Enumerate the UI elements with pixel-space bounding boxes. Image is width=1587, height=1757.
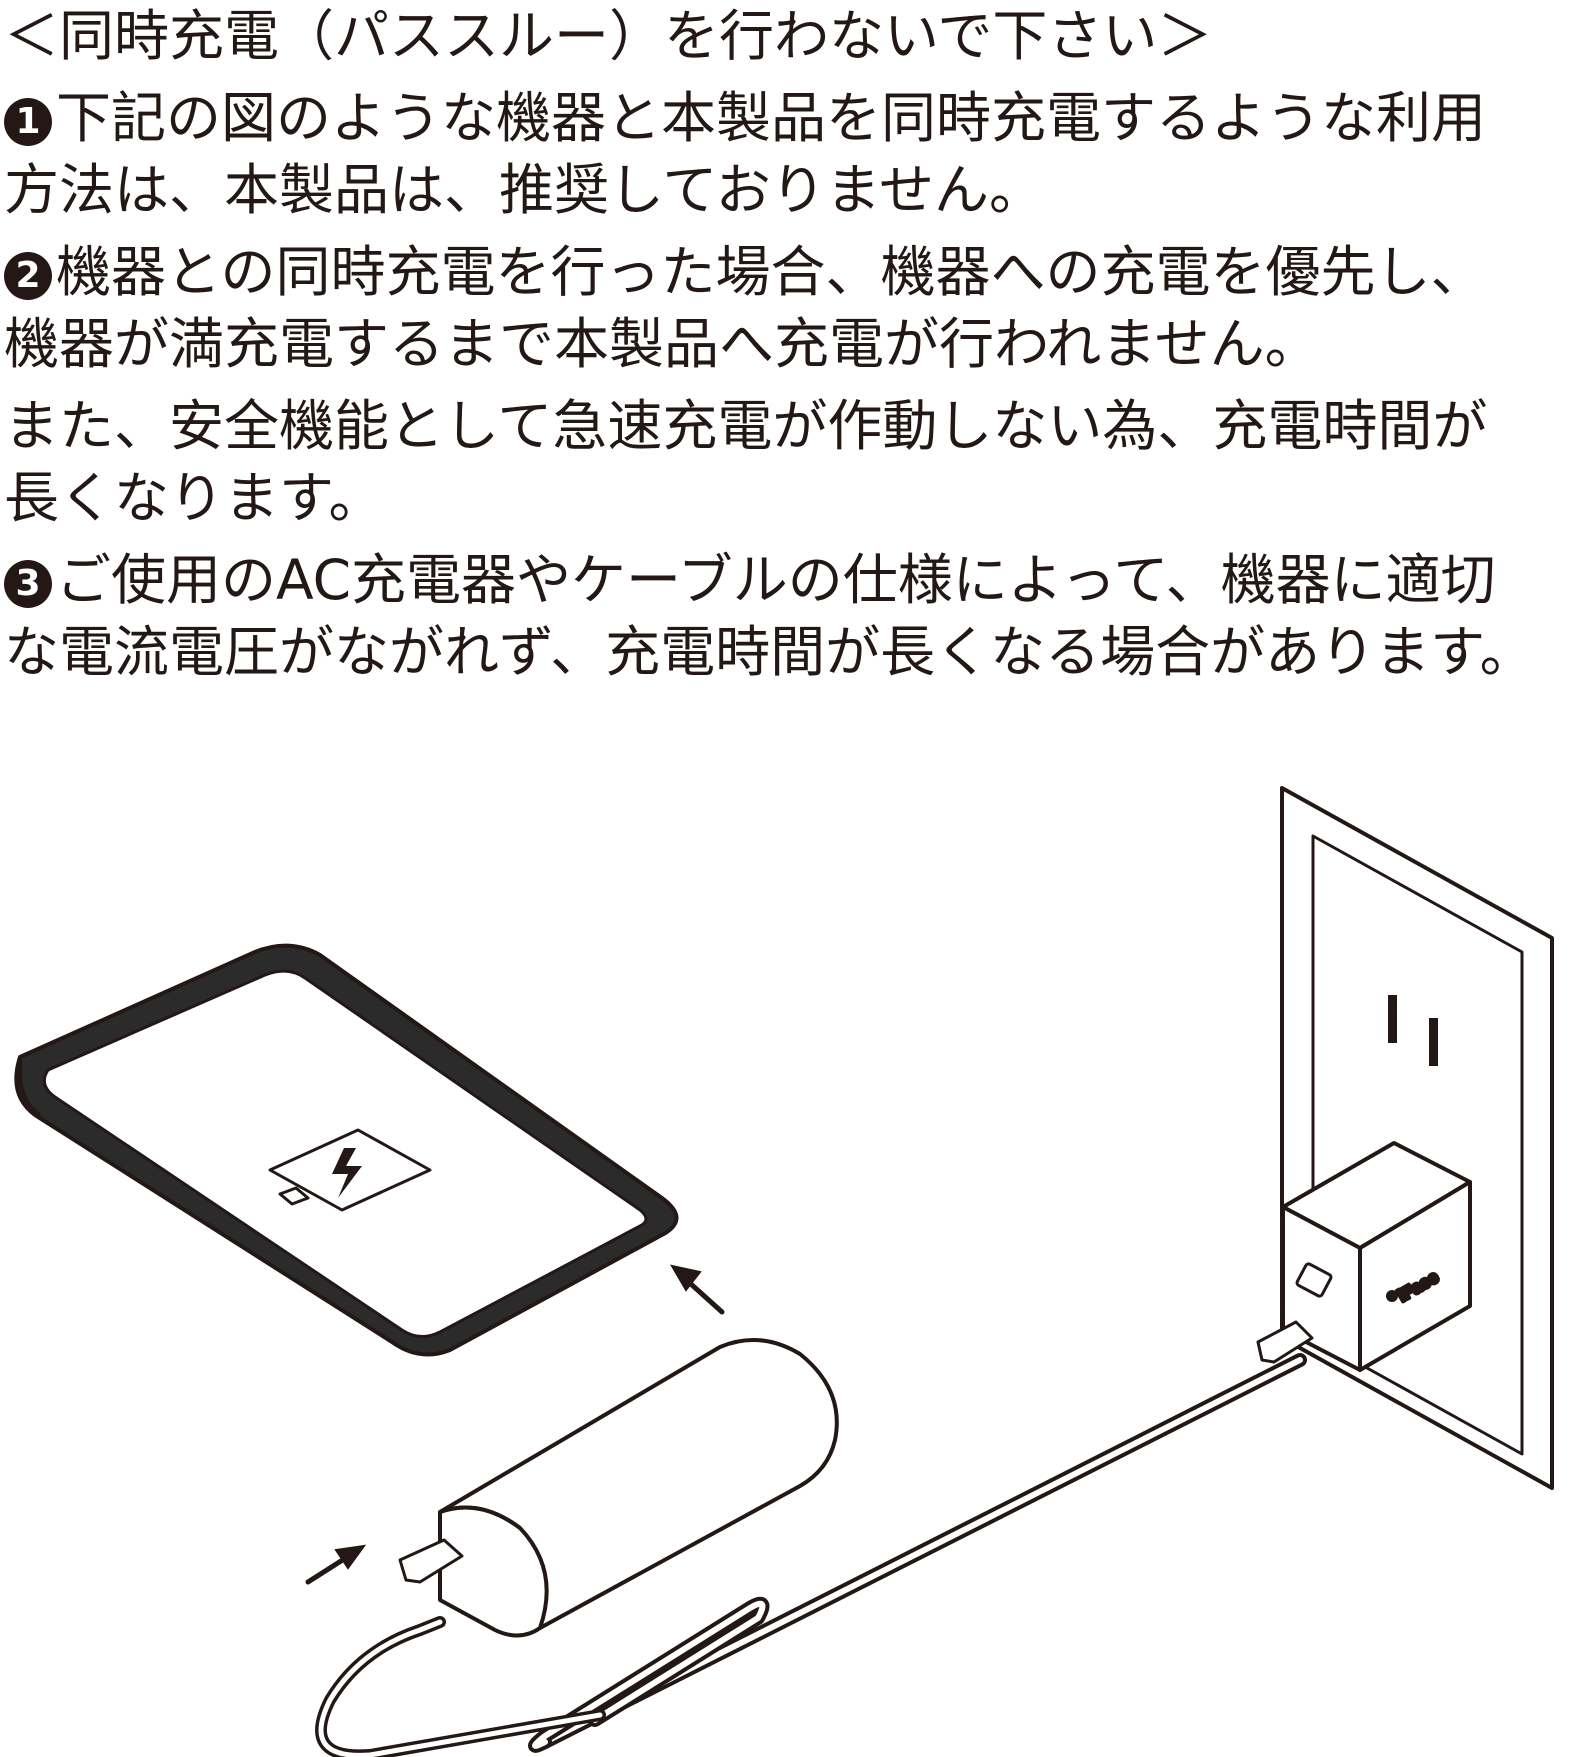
arrow-icon xyxy=(305,1264,725,1585)
ac-charger-icon: iFace xyxy=(1281,1141,1472,1372)
notice-line: 長くなります。 xyxy=(4,466,384,530)
notice-line: 方法は、本製品は、推奨しておりません。 xyxy=(4,158,1045,222)
notice-item-2-note: また、安全機能として急速充電が作動しない為、充電時間が 長くなります。 xyxy=(4,390,1584,534)
number-badge: 3 xyxy=(4,560,52,608)
notice-line: 機器との同時充電を行った場合、機器への充電を優先し、 xyxy=(56,240,1486,304)
notice-line: また、安全機能として急速充電が作動しない為、充電時間が xyxy=(4,394,1488,458)
notice-line: な電流電圧がながれず、充電時間が長くなる場合があります。 xyxy=(4,620,1535,684)
cable-icon xyxy=(315,1320,1314,1757)
power-bank-icon xyxy=(398,1337,839,1638)
pass-through-charging-illustration: iFace xyxy=(14,786,1554,1757)
wall-outlet-icon xyxy=(1280,786,1554,1490)
number-badge: 2 xyxy=(4,252,52,300)
battery-charging-icon xyxy=(268,1128,432,1212)
notice-heading: ＜同時充電（パススルー）を行わないで下さい＞ xyxy=(4,4,1213,68)
number-badge: 1 xyxy=(4,98,52,146)
notice-line: ご使用のAC充電器やケーブルの仕様によって、機器に適切 xyxy=(56,548,1496,612)
notice-line: 機器が満充電するまで本製品へ充電が行われません。 xyxy=(4,312,1320,376)
notice-line: 下記の図のような機器と本製品を同時充電するような利用 xyxy=(56,86,1487,150)
